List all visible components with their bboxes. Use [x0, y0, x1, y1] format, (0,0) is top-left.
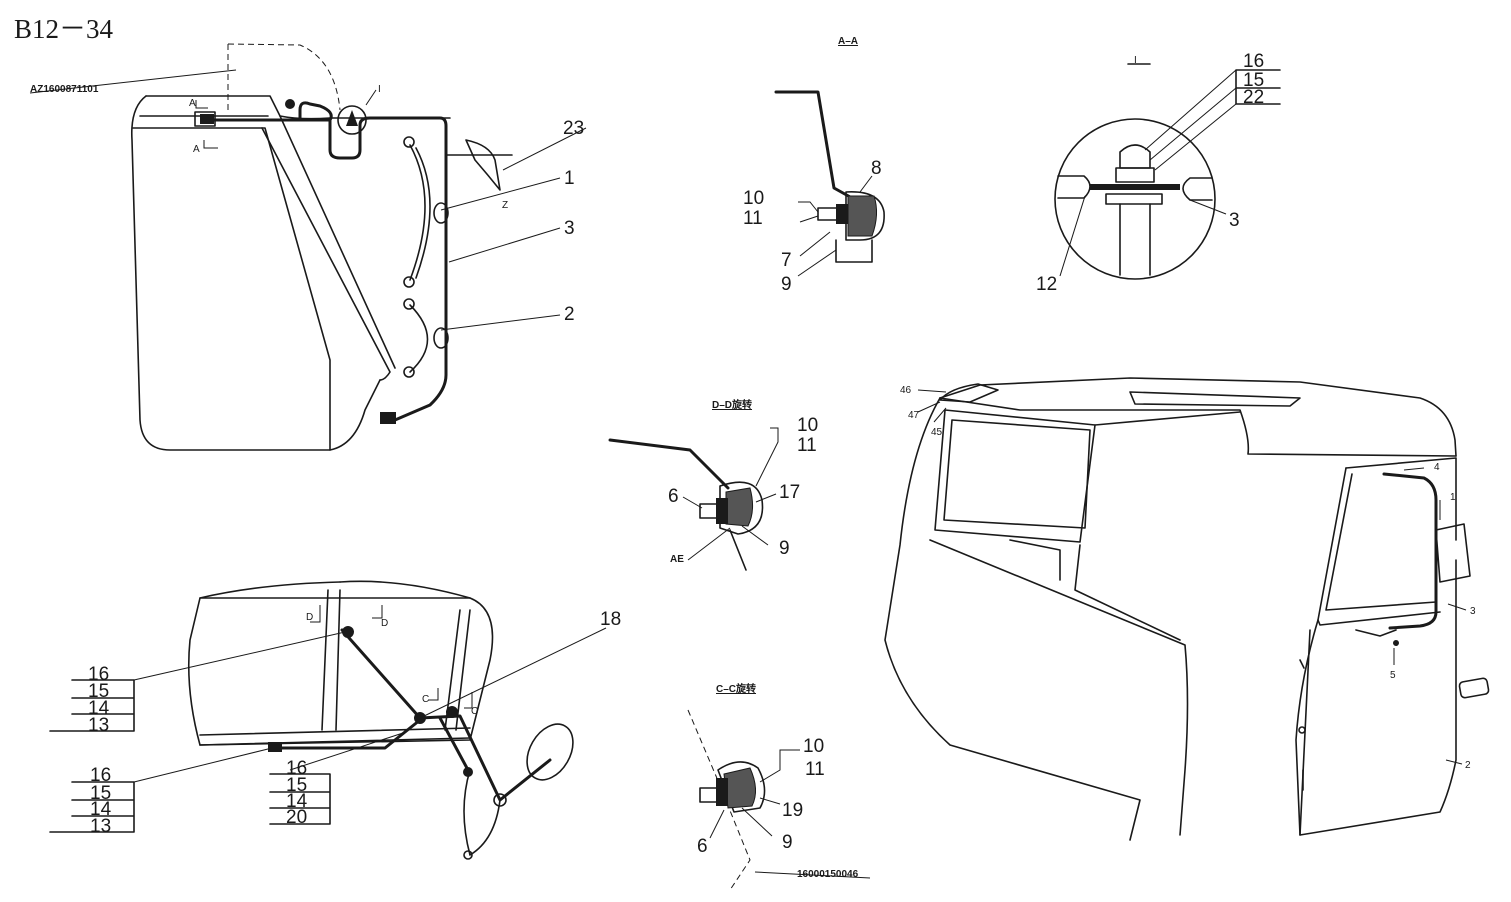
aa-label-8: 8 — [871, 158, 882, 179]
bottom-left-view — [49, 580, 607, 860]
stack2-label-13: 13 — [90, 816, 111, 837]
section-marker-a-top: A — [189, 98, 196, 109]
cc-label-10: 10 — [803, 736, 824, 757]
cab-assembly-code: AZ1600871101 — [30, 84, 99, 95]
dd-label-11: 11 — [797, 435, 817, 456]
label-3: 3 — [564, 218, 575, 239]
top-left-view — [29, 43, 587, 451]
stack1-label-16: 16 — [88, 664, 109, 685]
detail-i — [1054, 63, 1281, 280]
section-title-cc: C–C旋转 — [716, 682, 756, 695]
cc-label-11: 11 — [805, 759, 825, 780]
dd-label-6: 6 — [668, 486, 679, 507]
cab-label-47: 47 — [908, 410, 920, 421]
detail-label-12: 12 — [1036, 274, 1057, 295]
cc-label-19: 19 — [782, 800, 803, 821]
bracket-code: 16000150046 — [797, 869, 859, 880]
stack3-label-20: 20 — [286, 807, 307, 828]
marker-d-left: D — [306, 612, 313, 623]
label-23: 23 — [563, 118, 584, 139]
detail-marker-i: I — [378, 84, 381, 95]
aa-label-10: 10 — [743, 188, 764, 209]
detail-label-15: 15 — [1243, 70, 1264, 91]
cab-label-46: 46 — [900, 385, 912, 396]
detail-label-22: 22 — [1243, 87, 1264, 108]
stack1-label-13: 13 — [88, 715, 109, 736]
dd-label-10: 10 — [797, 415, 818, 436]
stack1-label-14: 14 — [88, 698, 110, 719]
detail-label-16: 16 — [1243, 51, 1264, 72]
ae-code: AE — [670, 554, 684, 565]
dd-label-9: 9 — [779, 538, 790, 559]
cab-label-5: 5 — [1390, 670, 1396, 681]
cc-label-6: 6 — [697, 836, 708, 857]
aa-label-11: 11 — [743, 208, 763, 229]
aa-label-9: 9 — [781, 274, 792, 295]
section-aa — [774, 90, 885, 277]
label-2: 2 — [564, 304, 575, 325]
cab-label-4: 4 — [1434, 462, 1440, 473]
cc-label-9: 9 — [782, 832, 793, 853]
cab-label-2: 2 — [1465, 760, 1471, 771]
stack2-label-15: 15 — [90, 783, 111, 804]
stack2-label-14: 14 — [90, 799, 112, 820]
cab-label-1: 1 — [1450, 492, 1456, 503]
marker-c-left: C — [422, 694, 429, 705]
section-title-aa: A–A — [838, 36, 858, 47]
section-dd — [608, 427, 779, 571]
bottom-label-18: 18 — [600, 609, 621, 630]
dd-label-17: 17 — [779, 482, 800, 503]
stack3-label-15: 15 — [286, 775, 307, 796]
aa-label-7: 7 — [781, 250, 792, 271]
detail-title-i: I — [1134, 55, 1137, 66]
stack3-label-14: 14 — [286, 791, 308, 812]
cab-label-3: 3 — [1470, 606, 1476, 617]
stack1-label-15: 15 — [88, 681, 109, 702]
cab-perspective-view — [884, 377, 1490, 841]
marker-c-right: C — [471, 706, 478, 717]
view-marker-z: Z — [502, 200, 508, 211]
stack3-label-16: 16 — [286, 758, 307, 779]
detail-label-3: 3 — [1229, 210, 1240, 231]
marker-d-right: D — [381, 618, 388, 629]
sheet-title: B12－34 — [14, 14, 114, 44]
label-1: 1 — [564, 168, 575, 189]
section-marker-a-bottom: A — [193, 144, 200, 155]
stack2-label-16: 16 — [90, 765, 111, 786]
section-cc — [687, 709, 871, 891]
section-title-dd: D–D旋转 — [712, 398, 752, 411]
cab-label-45: 45 — [931, 427, 943, 438]
